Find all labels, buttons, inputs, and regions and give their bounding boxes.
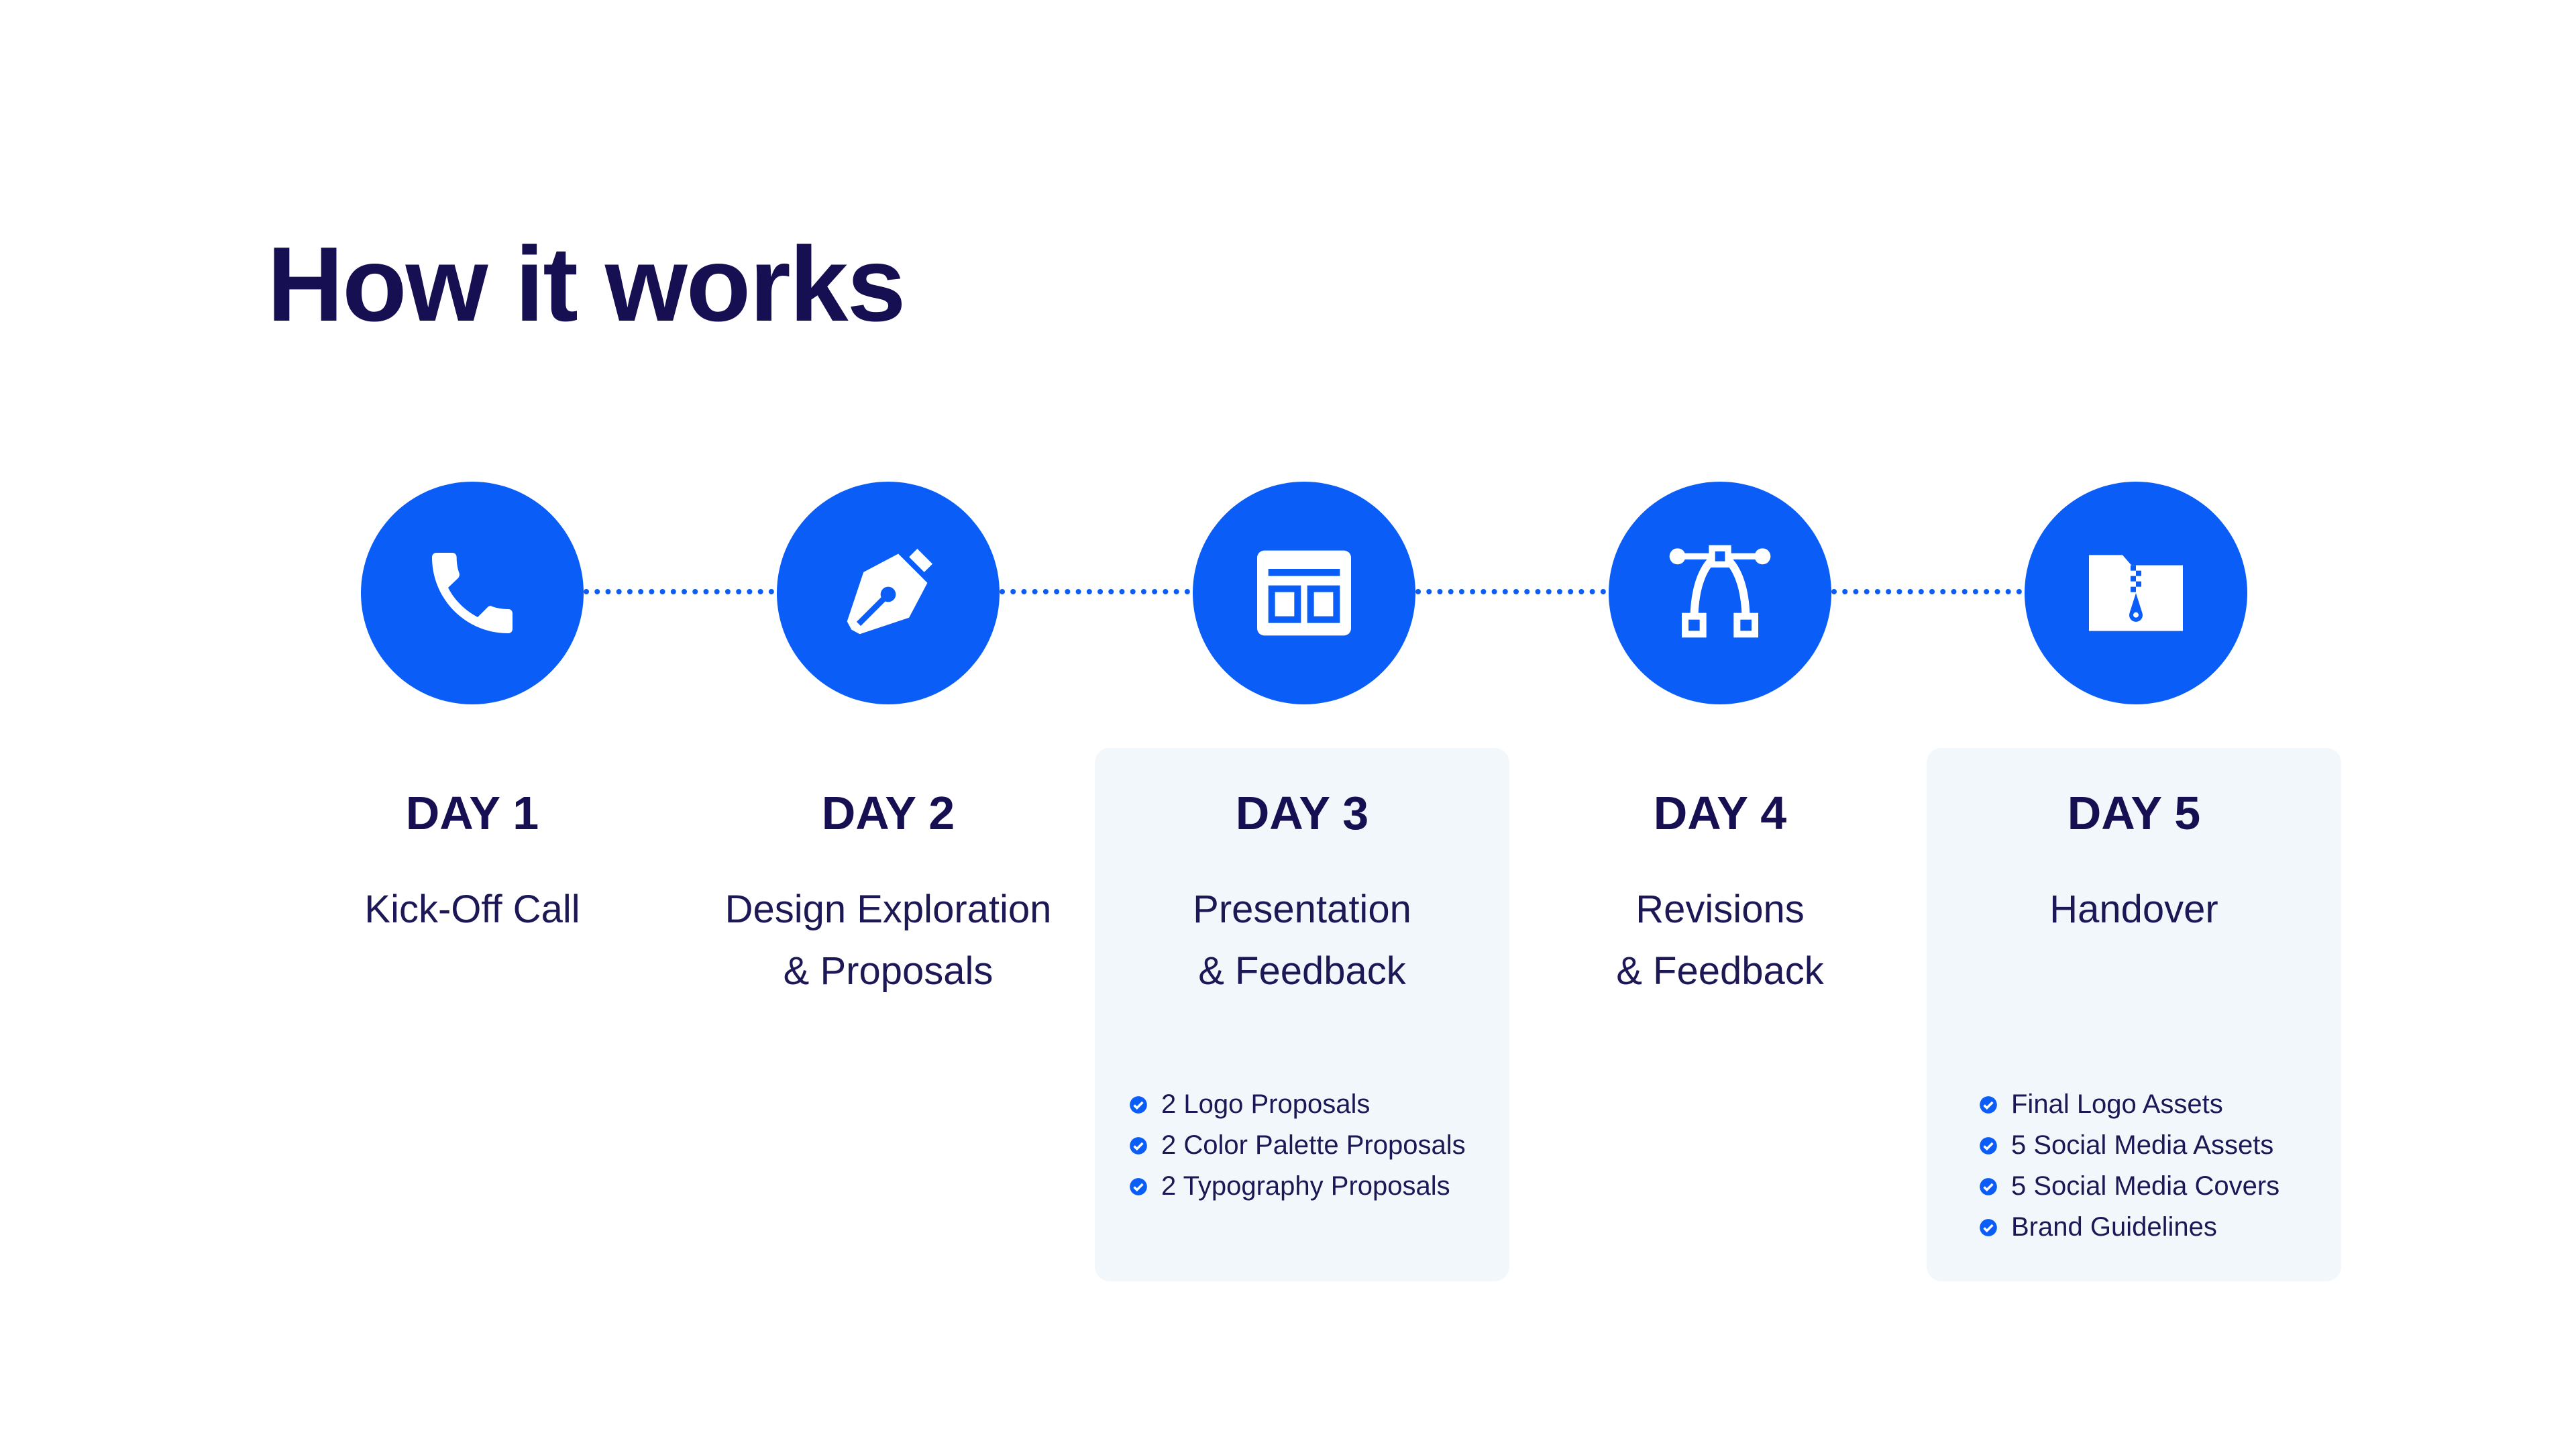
phone-icon (432, 553, 513, 633)
step-name: Kick-Off Call (364, 888, 580, 931)
list-item: 5 Social Media Assets (1979, 1125, 2279, 1166)
check-circle-icon (1130, 1136, 1147, 1155)
timeline-connector (1415, 589, 1606, 594)
pen-nib-icon (847, 549, 932, 635)
check-circle-icon (1980, 1136, 1997, 1155)
timeline-connector (1831, 589, 2022, 594)
step-day-1: DAY 1 Kick-Off Call (265, 785, 680, 941)
list-item-label: Final Logo Assets (2011, 1089, 2223, 1119)
zip-folder-icon (2089, 555, 2183, 631)
step-name: Design Exploration & Proposals (724, 888, 1052, 993)
step-icon-circle (1609, 482, 1831, 704)
list-item-label: 2 Color Palette Proposals (1161, 1130, 1466, 1160)
step-name: Handover (2049, 888, 2218, 931)
step-day-label: DAY 3 (1235, 787, 1369, 839)
step-day-label: DAY 5 (2067, 787, 2201, 839)
step-day-label: DAY 2 (821, 787, 955, 839)
list-item: 2 Logo Proposals (1129, 1084, 1466, 1125)
step-name: Presentation & Feedback (1193, 888, 1411, 993)
deliverables-list: Final Logo Assets 5 Social Media Assets … (1979, 1084, 2279, 1248)
step-day-4: DAY 4 Revisions & Feedback (1513, 785, 1927, 1002)
list-item: 2 Typography Proposals (1129, 1166, 1466, 1207)
bezier-curve-icon (1669, 545, 1771, 638)
timeline-connector (584, 589, 774, 594)
list-item: Final Logo Assets (1979, 1084, 2279, 1125)
step-day-label: DAY 1 (405, 787, 539, 839)
list-item: 2 Color Palette Proposals (1129, 1125, 1466, 1166)
list-item: Brand Guidelines (1979, 1207, 2279, 1248)
browser-layout-icon (1257, 550, 1351, 636)
step-day-2: DAY 2 Design Exploration & Proposals (681, 785, 1095, 1002)
step-icon-circle (777, 482, 1000, 704)
step-icon-circle (2025, 482, 2247, 704)
check-circle-icon (1980, 1095, 1997, 1114)
list-item: 5 Social Media Covers (1979, 1166, 2279, 1207)
step-day-3: DAY 3 Presentation & Feedback (1095, 785, 1509, 1002)
timeline-connector (1000, 589, 1190, 594)
list-item-label: 5 Social Media Covers (2011, 1171, 2280, 1201)
deliverables-list: 2 Logo Proposals 2 Color Palette Proposa… (1129, 1084, 1466, 1207)
step-icon-circle (1193, 482, 1415, 704)
page-title: How it works (267, 225, 906, 343)
check-circle-icon (1130, 1177, 1147, 1195)
step-card-day-5 (1927, 748, 2341, 1281)
list-item-label: 2 Typography Proposals (1161, 1171, 1450, 1201)
step-card-day-3 (1095, 748, 1509, 1281)
step-day-5: DAY 5 Handover (1927, 785, 2341, 941)
step-name: Revisions & Feedback (1616, 888, 1824, 993)
list-item-label: 5 Social Media Assets (2011, 1130, 2274, 1160)
check-circle-icon (1980, 1218, 1997, 1236)
check-circle-icon (1130, 1095, 1147, 1114)
list-item-label: 2 Logo Proposals (1161, 1089, 1371, 1119)
step-day-label: DAY 4 (1653, 787, 1787, 839)
step-icon-circle (361, 482, 584, 704)
list-item-label: Brand Guidelines (2011, 1212, 2217, 1242)
check-circle-icon (1980, 1177, 1997, 1195)
